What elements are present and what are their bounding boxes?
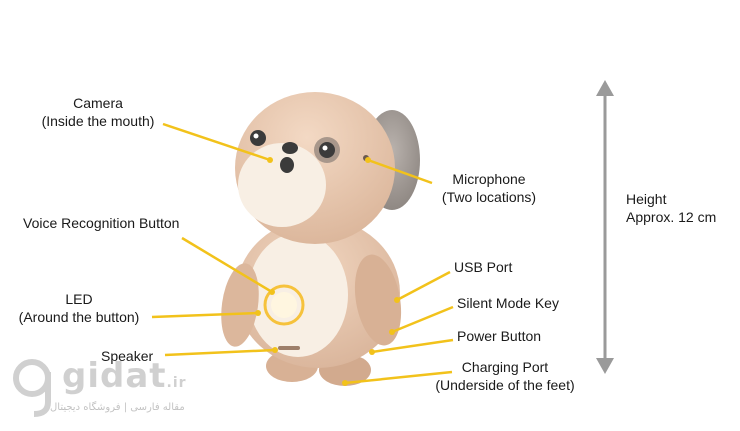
right-arm xyxy=(354,254,402,346)
led-label-title: LED xyxy=(65,291,93,307)
mouth-camera xyxy=(280,157,294,173)
led-label-note: (Around the button) xyxy=(18,309,140,325)
watermark-brand-text: gidat xyxy=(62,356,167,396)
speaker-label-title: Speaker xyxy=(101,348,154,364)
arrow-up-icon xyxy=(596,80,614,96)
microphone-label-title: Microphone xyxy=(452,171,526,187)
usb-label: USB Port xyxy=(454,258,512,276)
watermark-brand: gidat.ir xyxy=(62,356,187,396)
silent-label-title: Silent Mode Key xyxy=(457,295,559,311)
face-patch xyxy=(238,143,326,227)
speaker-slot xyxy=(278,346,300,350)
charging-leader xyxy=(344,370,453,385)
left-arm xyxy=(221,263,259,347)
camera-leader xyxy=(162,122,271,162)
right-eye xyxy=(319,142,335,158)
led-ring xyxy=(263,284,305,326)
charging-label-note: (Underside of the feet) xyxy=(435,377,575,393)
robot-belly xyxy=(248,233,348,357)
led-leader xyxy=(151,311,259,319)
voice-recognition-button[interactable] xyxy=(271,292,297,318)
voice-leader xyxy=(181,236,273,294)
silent-leader xyxy=(391,305,454,334)
power-leader xyxy=(371,338,454,354)
power-label-title: Power Button xyxy=(457,328,542,344)
camera-label-title: Camera xyxy=(73,95,123,111)
speaker-leader xyxy=(164,348,276,357)
watermark-tagline-text: مقاله فارسی | فروشگاه دیجیتال xyxy=(50,402,185,413)
leader-lines xyxy=(151,122,454,385)
watermark-logo xyxy=(13,359,51,417)
voice-label: Voice Recognition Button xyxy=(23,214,179,232)
camera-label-note: (Inside the mouth) xyxy=(41,113,155,129)
left-eye xyxy=(250,130,266,146)
height-label: Height Approx. 12 cm xyxy=(626,190,716,226)
speaker-label: Speaker xyxy=(101,347,153,365)
camera-label: Camera (Inside the mouth) xyxy=(23,94,173,130)
microphone-label: Microphone (Two locations) xyxy=(430,170,548,206)
watermark-tagline: مقاله فارسی | فروشگاه دیجیتال xyxy=(50,402,185,413)
microphone-leader xyxy=(367,158,433,185)
led-label: LED (Around the button) xyxy=(8,290,150,326)
arrow-down-icon xyxy=(596,358,614,374)
watermark-tld: .ir xyxy=(166,375,187,391)
leader-dots xyxy=(255,157,400,386)
height-label-title: Height xyxy=(626,191,667,207)
left-eye-highlight xyxy=(253,133,259,139)
power-label: Power Button xyxy=(457,327,541,345)
charging-label: Charging Port (Underside of the feet) xyxy=(422,358,588,394)
silent-label: Silent Mode Key xyxy=(457,294,559,312)
usb-leader xyxy=(396,270,451,302)
usb-label-title: USB Port xyxy=(454,259,513,275)
nose xyxy=(282,142,298,154)
height-label-value: Approx. 12 cm xyxy=(626,209,717,225)
voice-label-title: Voice Recognition Button xyxy=(23,215,180,231)
right-eye-highlight xyxy=(322,145,328,151)
height-arrow xyxy=(596,80,614,374)
microphone-label-note: (Two locations) xyxy=(441,189,537,205)
charging-label-title: Charging Port xyxy=(461,359,549,375)
